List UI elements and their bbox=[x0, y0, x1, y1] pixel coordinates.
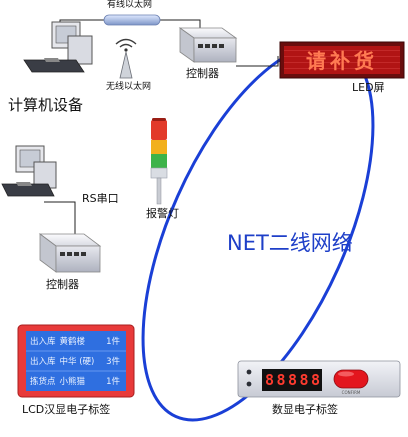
lcd-tag-label: LCD汉显电子标签 bbox=[22, 403, 111, 416]
controller-bottom-label: 控制器 bbox=[46, 278, 79, 291]
lcd-row-type: 出入库 bbox=[30, 337, 56, 347]
confirm-label: CONFIRM bbox=[342, 390, 361, 395]
wireless-lan-label: 无线以太网 bbox=[106, 82, 152, 92]
lcd-row: 拣货点 小熊猫 1件 bbox=[30, 373, 120, 389]
digital-tag: CONFIRM bbox=[237, 360, 401, 398]
lcd-row-item: 小熊猫 bbox=[59, 377, 86, 387]
controller-top-label: 控制器 bbox=[186, 67, 219, 80]
led-screen-text: 请补货 bbox=[306, 49, 378, 73]
controller-bottom-icon bbox=[38, 233, 102, 273]
controller-top-icon bbox=[178, 27, 238, 63]
led-screen: 请补货 bbox=[279, 41, 405, 79]
led-screen-label: LED屏 bbox=[352, 81, 385, 94]
lcd-row-type: 拣货点 bbox=[30, 377, 56, 387]
display-digit: 8 bbox=[287, 371, 298, 389]
alarm-light-label: 报警灯 bbox=[146, 207, 179, 220]
cable-connector bbox=[103, 14, 161, 26]
display-digit: 8 bbox=[299, 371, 309, 389]
computer-bottom-icon bbox=[1, 145, 57, 197]
display-digit: 8 bbox=[276, 371, 286, 389]
lcd-row-qty: 1件 bbox=[106, 337, 120, 347]
lcd-row-qty: 1件 bbox=[106, 377, 120, 387]
lcd-row-item: 黄鹤楼 bbox=[59, 337, 86, 347]
lcd-row-item: 中华 (硬) bbox=[59, 357, 95, 367]
wired-lan-link bbox=[59, 19, 279, 67]
rs-serial-label: RS串口 bbox=[82, 192, 119, 205]
display-digit: 8 bbox=[310, 371, 321, 389]
lcd-tag bbox=[17, 324, 135, 398]
display-digit: 8 bbox=[264, 371, 275, 389]
computer-label: 计算机设备 bbox=[8, 96, 84, 114]
net-bus-label: NET二线网络 bbox=[227, 231, 353, 255]
computer-top-icon bbox=[23, 21, 93, 73]
wired-lan-label: 有线以太网 bbox=[107, 0, 153, 10]
lcd-row: 出入库 中华 (硬) 3件 bbox=[30, 353, 120, 369]
alarm-light-icon bbox=[150, 118, 168, 205]
serial-link bbox=[44, 201, 76, 234]
lcd-row: 出入库 黄鹤楼 1件 bbox=[30, 333, 120, 349]
wireless-antenna-icon bbox=[115, 38, 137, 79]
lcd-row-type: 出入库 bbox=[30, 357, 56, 367]
lcd-row-qty: 3件 bbox=[106, 357, 120, 367]
digital-tag-label: 数显电子标签 bbox=[272, 403, 338, 416]
